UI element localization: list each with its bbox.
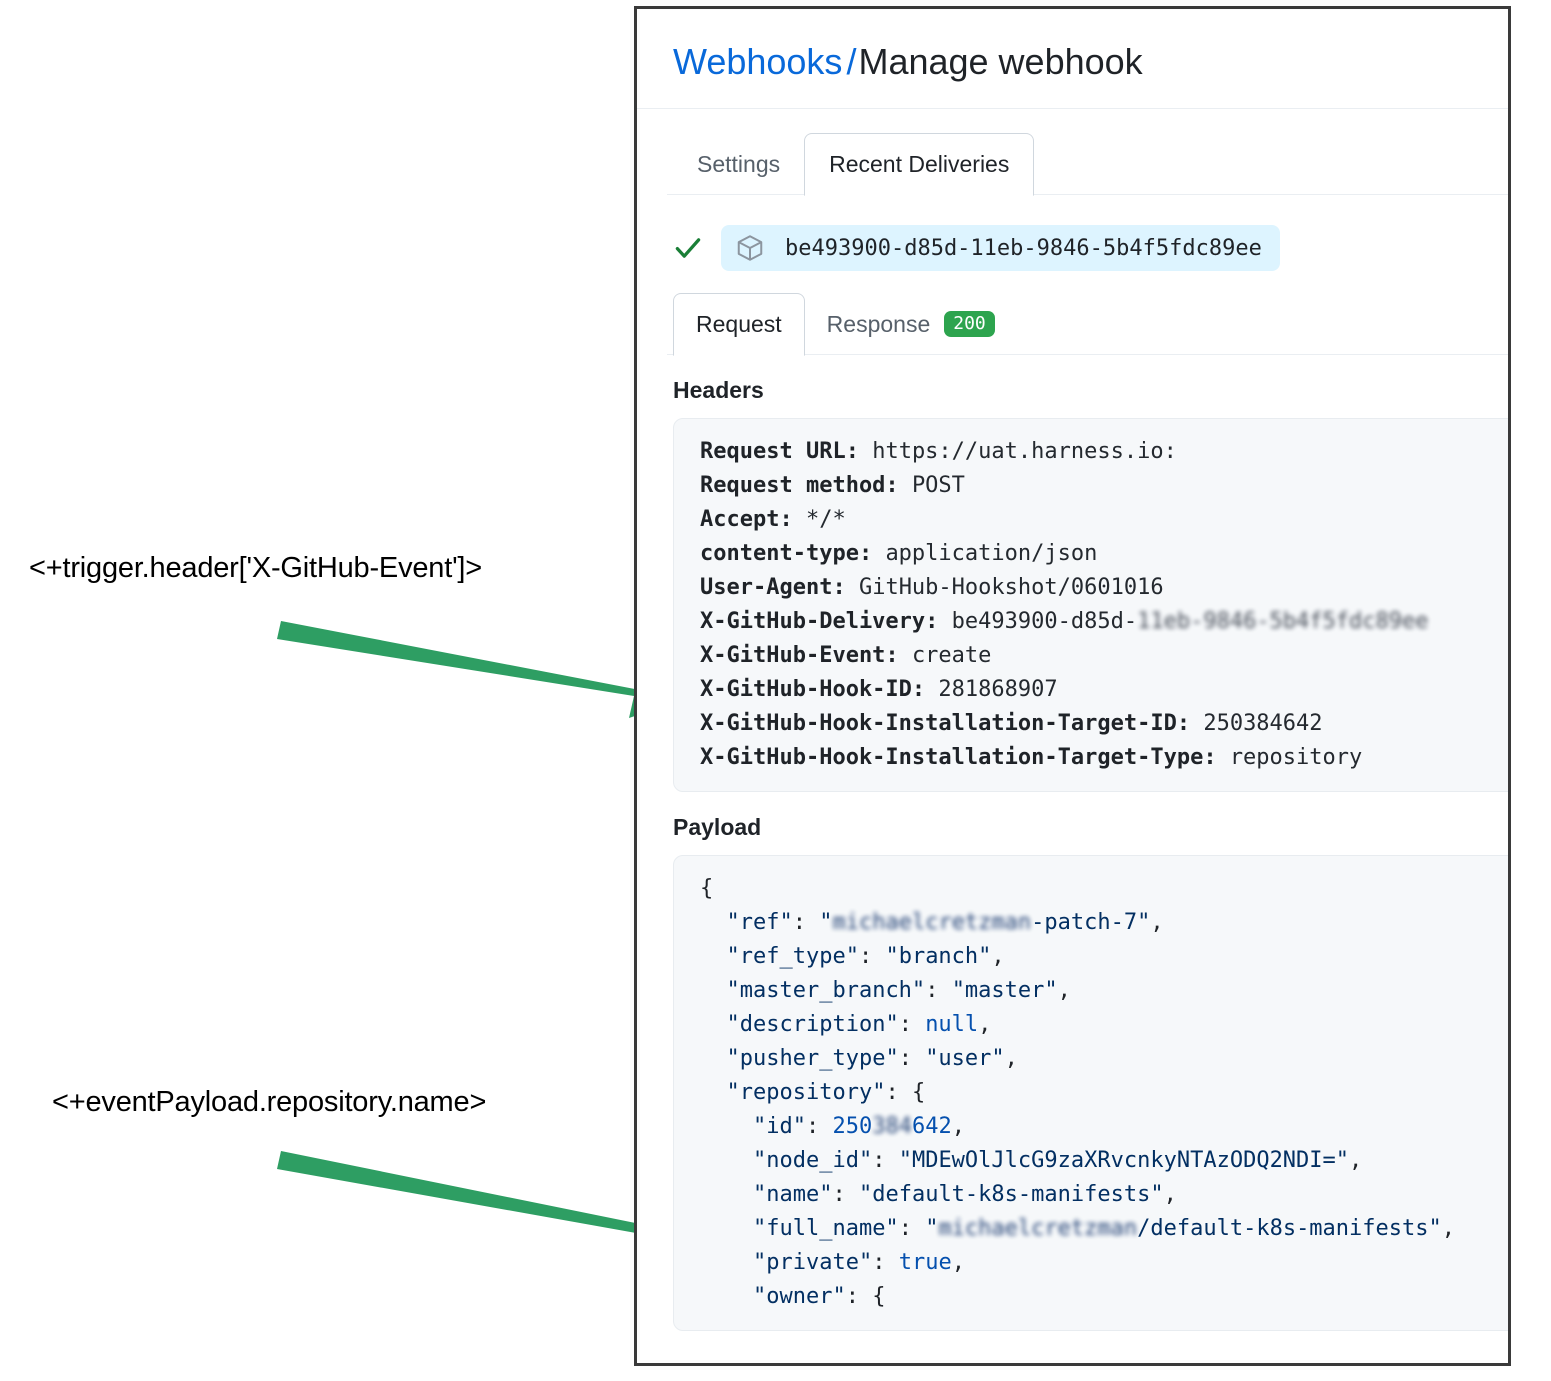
header-row-delivery: X-GitHub-Delivery: be493900-d85d-11eb-98… bbox=[700, 605, 1508, 639]
payload-line: "pusher_type": "user", bbox=[726, 1046, 1018, 1071]
header-value: 281868907 bbox=[938, 677, 1058, 702]
payload-line: { bbox=[700, 876, 714, 901]
breadcrumb-link-webhooks[interactable]: Webhooks bbox=[673, 41, 843, 82]
breadcrumb-separator: / bbox=[846, 41, 857, 82]
tab-settings[interactable]: Settings bbox=[673, 133, 804, 195]
header-row: content-type: application/json bbox=[700, 537, 1508, 571]
header-key: X-GitHub-Hook-ID: bbox=[700, 677, 926, 702]
tab-request[interactable]: Request bbox=[673, 293, 805, 356]
check-icon bbox=[675, 238, 701, 258]
delivery-id-text: be493900-d85d-11eb-9846-5b4f5fdc89ee bbox=[785, 235, 1262, 261]
redacted-delivery-id: 11eb-9846-5b4f5fdc89ee bbox=[1137, 609, 1429, 634]
delivery-row: be493900-d85d-11eb-9846-5b4f5fdc89ee bbox=[637, 225, 1508, 271]
payload-code-box: { "ref": "michaelcretzman-patch-7", "ref… bbox=[673, 855, 1508, 1331]
redacted-ref-owner: michaelcretzman bbox=[832, 910, 1032, 935]
header-row: X-GitHub-Hook-ID: 281868907 bbox=[700, 673, 1508, 707]
redacted-repo-id: 384 bbox=[872, 1114, 912, 1139]
header-key: Accept: bbox=[700, 507, 793, 532]
payload-line: "ref_type": "branch", bbox=[726, 944, 1005, 969]
payload-section-title: Payload bbox=[673, 814, 762, 840]
status-badge: 200 bbox=[944, 310, 995, 338]
header-row: Request method: POST bbox=[700, 469, 1508, 503]
tab-recent-deliveries-label: Recent Deliveries bbox=[829, 151, 1010, 177]
payload-line: "description": null, bbox=[726, 1012, 992, 1037]
payload-line: "private": true, bbox=[752, 1250, 965, 1275]
header-value: repository bbox=[1229, 745, 1363, 770]
header-key: X-GitHub-Hook-Installation-Target-ID: bbox=[700, 711, 1191, 736]
tab-response[interactable]: Response 200 bbox=[805, 293, 1017, 355]
tab-recent-deliveries[interactable]: Recent Deliveries bbox=[804, 133, 1035, 196]
tab-settings-label: Settings bbox=[697, 150, 781, 177]
header-key: User-Agent: bbox=[700, 575, 846, 600]
annotation-label-event-payload: <+eventPayload.repository.name> bbox=[52, 1086, 487, 1118]
payload-line: "owner": { bbox=[752, 1284, 886, 1309]
header-key: content-type: bbox=[700, 541, 873, 566]
annotation-label-trigger-header: <+trigger.header['X-GitHub-Event']> bbox=[29, 552, 483, 584]
payload-line: "node_id": "MDEwOlJlcG9zaXRvcnkyNTAzODQ2… bbox=[752, 1148, 1363, 1173]
payload-line-name: "name": "default-k8s-manifests", bbox=[752, 1182, 1177, 1207]
header-row: Request URL: https://uat.harness.io: bbox=[700, 435, 1508, 469]
header-value: application/json bbox=[885, 541, 1098, 566]
header-divider bbox=[637, 108, 1508, 109]
header-value: POST bbox=[911, 473, 965, 498]
header-row: User-Agent: GitHub-Hookshot/0601016 bbox=[700, 571, 1508, 605]
page-title: Manage webhook bbox=[858, 41, 1143, 82]
headers-code-box: Request URL: https://uat.harness.io: Req… bbox=[673, 418, 1508, 792]
header-key: X-GitHub-Delivery: bbox=[700, 609, 939, 634]
header-value: create bbox=[911, 643, 992, 668]
header-key: X-GitHub-Hook-Installation-Target-Type: bbox=[700, 745, 1217, 770]
redacted-repo-owner: michaelcretzman bbox=[938, 1216, 1138, 1241]
webhook-tabs: Settings Recent Deliveries bbox=[637, 133, 1508, 196]
payload-line-id: "id": 250384642, bbox=[700, 1110, 1508, 1144]
payload-line: "master_branch": "master", bbox=[726, 978, 1071, 1003]
header-value: be493900-d85d- bbox=[951, 609, 1138, 634]
payload-line-full-name: "full_name": "michaelcretzman/default-k8… bbox=[700, 1212, 1508, 1246]
annotation-arrow-1 bbox=[277, 621, 690, 718]
delivery-id-chip[interactable]: be493900-d85d-11eb-9846-5b4f5fdc89ee bbox=[721, 225, 1280, 271]
payload-line-ref: "ref": "michaelcretzman-patch-7", bbox=[700, 906, 1508, 940]
webhook-panel: Webhooks/Manage webhook Settings Recent … bbox=[634, 6, 1511, 1366]
header-row: X-GitHub-Hook-Installation-Target-Type: … bbox=[700, 741, 1508, 775]
header-value: */* bbox=[805, 507, 846, 532]
header-key: X-GitHub-Event: bbox=[700, 643, 899, 668]
headers-section-title: Headers bbox=[673, 377, 764, 403]
header-value: 250384642 bbox=[1203, 711, 1323, 736]
header-row-github-event: X-GitHub-Event: create bbox=[700, 639, 1508, 673]
header-key: Request method: bbox=[700, 473, 899, 498]
header-value: https://uat.harness.io: bbox=[872, 439, 1177, 464]
payload-line: "repository": { bbox=[726, 1080, 926, 1105]
cube-icon bbox=[737, 235, 763, 261]
breadcrumb: Webhooks/Manage webhook bbox=[637, 9, 1508, 84]
header-value: GitHub-Hookshot/0601016 bbox=[858, 575, 1164, 600]
delivery-detail-tabs: Request Response 200 bbox=[637, 293, 1508, 356]
header-key: Request URL: bbox=[700, 439, 859, 464]
header-row: X-GitHub-Hook-Installation-Target-ID: 25… bbox=[700, 707, 1508, 741]
tab-response-label: Response bbox=[826, 310, 931, 337]
tab-request-label: Request bbox=[696, 311, 782, 337]
header-row: Accept: */* bbox=[700, 503, 1508, 537]
